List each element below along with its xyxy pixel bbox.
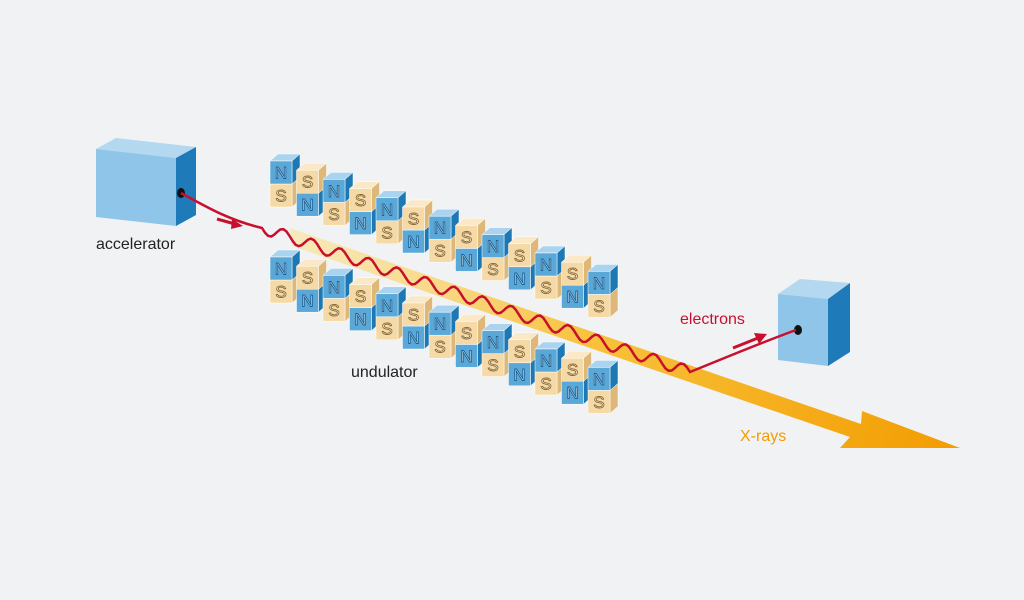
svg-text:N: N bbox=[540, 256, 552, 275]
svg-text:S: S bbox=[355, 287, 366, 306]
magnet-block-icon: S bbox=[454, 217, 487, 249]
magnet-block-icon: N bbox=[534, 341, 566, 373]
svg-text:N: N bbox=[540, 352, 552, 371]
magnet-block-icon: N bbox=[269, 249, 301, 281]
magnet-block-icon: N bbox=[322, 171, 354, 203]
magnet-block-icon: N bbox=[534, 245, 566, 277]
magnet-block-icon: N bbox=[269, 153, 301, 185]
electron-beam bbox=[180, 191, 797, 374]
magnet-block-icon: S bbox=[507, 332, 540, 364]
electron-direction-arrow-left bbox=[216, 217, 243, 229]
svg-text:S: S bbox=[567, 361, 578, 380]
magnet-block-icon: N bbox=[587, 359, 619, 391]
svg-text:N: N bbox=[275, 260, 287, 279]
svg-text:N: N bbox=[381, 200, 393, 219]
svg-text:S: S bbox=[461, 228, 472, 247]
svg-text:N: N bbox=[301, 292, 313, 311]
svg-text:N: N bbox=[513, 269, 525, 288]
svg-text:S: S bbox=[540, 375, 551, 394]
magnet-block-icon: N bbox=[587, 263, 619, 295]
xray-beam bbox=[290, 228, 960, 448]
svg-text:N: N bbox=[460, 251, 472, 270]
electron-direction-arrow-right bbox=[732, 333, 767, 350]
svg-text:S: S bbox=[381, 223, 392, 242]
magnet-block-icon: S bbox=[560, 254, 593, 286]
magnet-block-icon: N bbox=[428, 304, 460, 336]
svg-text:N: N bbox=[434, 315, 446, 334]
svg-text:N: N bbox=[381, 296, 393, 315]
svg-text:N: N bbox=[407, 329, 419, 348]
svg-text:N: N bbox=[328, 278, 340, 297]
svg-text:S: S bbox=[408, 210, 419, 229]
svg-text:S: S bbox=[355, 191, 366, 210]
svg-text:N: N bbox=[328, 182, 340, 201]
svg-text:S: S bbox=[461, 324, 472, 343]
magnet-block-icon: N bbox=[375, 286, 407, 318]
svg-text:N: N bbox=[566, 288, 578, 307]
svg-text:S: S bbox=[381, 319, 392, 338]
svg-text:N: N bbox=[566, 384, 578, 403]
svg-text:N: N bbox=[460, 347, 472, 366]
svg-text:N: N bbox=[434, 219, 446, 238]
svg-text:S: S bbox=[328, 301, 339, 320]
magnet-block-icon: S bbox=[348, 277, 381, 309]
svg-text:S: S bbox=[408, 306, 419, 325]
svg-text:S: S bbox=[593, 393, 604, 412]
magnet-block-icon: S bbox=[454, 313, 487, 345]
accelerator-box-icon bbox=[96, 138, 196, 226]
magnet-block-icon: S bbox=[348, 181, 381, 213]
svg-text:S: S bbox=[514, 342, 525, 361]
svg-text:N: N bbox=[487, 237, 499, 256]
magnet-block-icon: S bbox=[295, 162, 328, 194]
svg-text:N: N bbox=[487, 333, 499, 352]
magnet-block-icon: S bbox=[560, 350, 593, 382]
svg-text:N: N bbox=[513, 365, 525, 384]
magnet-block-icon: N bbox=[481, 323, 513, 355]
svg-text:S: S bbox=[593, 297, 604, 316]
magnet-block-icon: N bbox=[322, 267, 354, 299]
svg-text:S: S bbox=[302, 269, 313, 288]
svg-text:S: S bbox=[514, 246, 525, 265]
magnet-block-icon: S bbox=[401, 199, 434, 231]
accelerator-label: accelerator bbox=[96, 236, 176, 253]
magnet-block-icon: S bbox=[295, 258, 328, 290]
svg-text:N: N bbox=[593, 274, 605, 293]
svg-text:N: N bbox=[593, 370, 605, 389]
svg-text:N: N bbox=[407, 233, 419, 252]
svg-text:S: S bbox=[434, 242, 445, 261]
magnet-block-icon: N bbox=[375, 190, 407, 222]
svg-text:S: S bbox=[487, 260, 498, 279]
svg-text:N: N bbox=[301, 196, 313, 215]
undulator-label: undulator bbox=[351, 364, 418, 381]
svg-text:S: S bbox=[567, 265, 578, 284]
svg-text:N: N bbox=[354, 214, 366, 233]
magnet-block-icon: N bbox=[428, 208, 460, 240]
svg-text:N: N bbox=[354, 310, 366, 329]
svg-text:N: N bbox=[275, 164, 287, 183]
magnet-block-icon: S bbox=[507, 236, 540, 268]
xrays-label: X-rays bbox=[740, 428, 786, 445]
electrons-label: electrons bbox=[680, 311, 745, 328]
svg-text:S: S bbox=[328, 205, 339, 224]
svg-text:S: S bbox=[487, 356, 498, 375]
svg-text:S: S bbox=[302, 173, 313, 192]
svg-text:S: S bbox=[275, 283, 286, 302]
svg-text:S: S bbox=[434, 338, 445, 357]
target-box-icon bbox=[778, 279, 850, 366]
svg-text:S: S bbox=[275, 187, 286, 206]
magnet-block-icon: N bbox=[481, 227, 513, 259]
magnet-block-icon: S bbox=[401, 295, 434, 327]
svg-text:S: S bbox=[540, 279, 551, 298]
